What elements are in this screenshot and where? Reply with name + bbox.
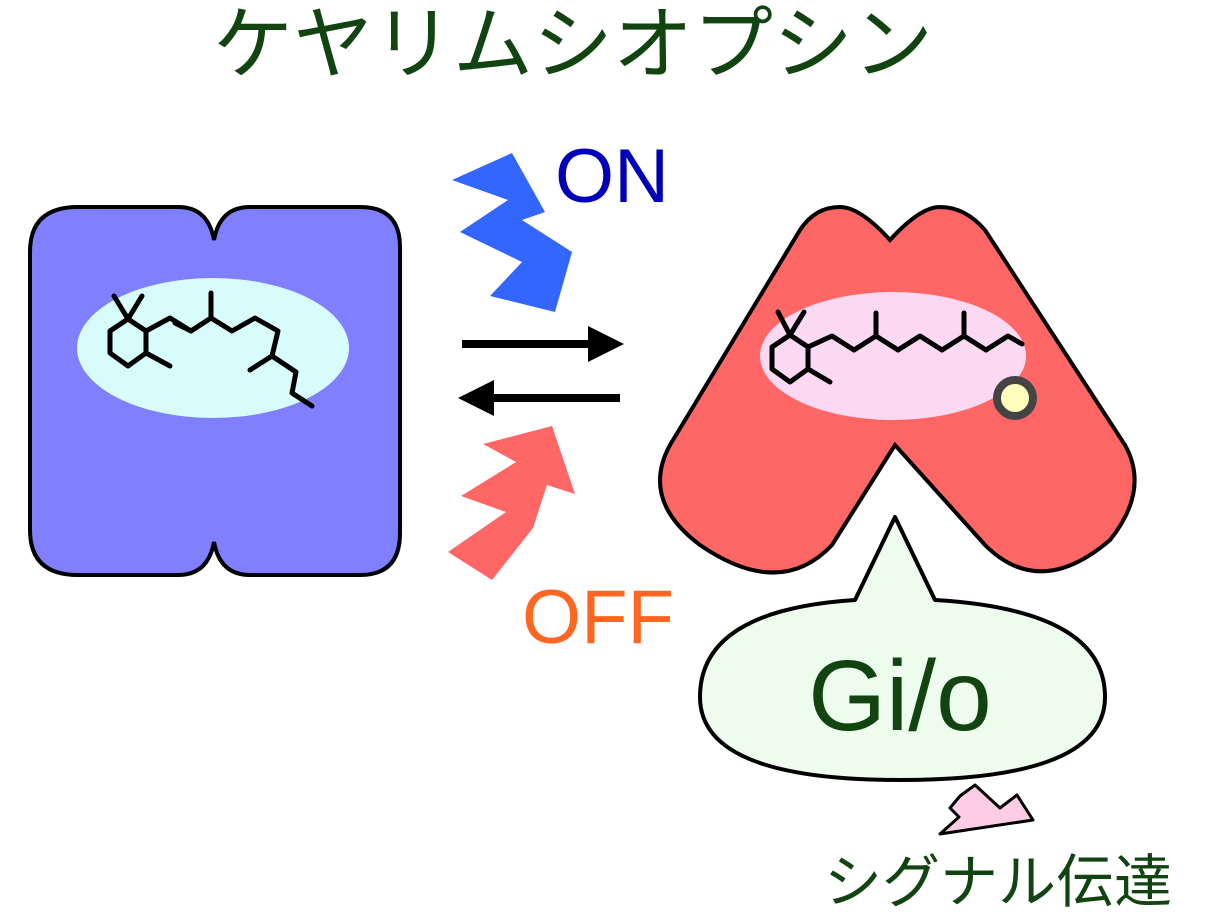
inactive-receptor [28, 205, 402, 577]
on-label: ON [555, 134, 669, 219]
light-off-bolt-icon [448, 426, 575, 580]
equilibrium-double-arrow-icon [458, 326, 624, 416]
gprotein-bubble [698, 515, 1107, 782]
trans-retinal-molecule [769, 309, 1025, 385]
signal-down-arrow-icon [938, 783, 1035, 836]
active-binding-pocket [760, 292, 1026, 420]
cis-retinal-molecule [107, 290, 315, 409]
inactive-binding-pocket [77, 278, 349, 418]
active-receptor [658, 204, 1137, 575]
off-label: OFF [522, 575, 674, 660]
gprotein-label: Gi/o [808, 640, 991, 752]
light-on-bolt-icon [452, 153, 572, 312]
signal-transduction-label: シグナル伝達 [824, 848, 1172, 916]
diagram-title: ケヤリムシオプシン [213, 0, 933, 91]
chromophore-attachment-dot [993, 376, 1037, 420]
